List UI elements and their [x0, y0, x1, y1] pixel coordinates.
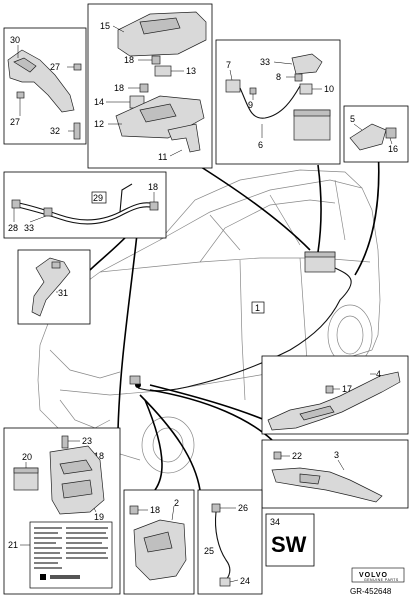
callout-10: 10	[324, 84, 334, 94]
callout-30: 30	[10, 35, 20, 45]
callout-28: 28	[8, 223, 18, 233]
panel-software: 34 SW	[265, 513, 315, 567]
panel-bracket-30: 30 27 27 32	[3, 27, 87, 145]
callout-25: 25	[204, 546, 214, 556]
callout-18-c: 18	[148, 182, 158, 192]
callout-1: 1	[255, 303, 260, 313]
harness-clip	[129, 375, 141, 385]
callout-21: 21	[8, 540, 18, 550]
callout-27-bottom: 27	[10, 117, 20, 127]
callout-29: 29	[93, 193, 103, 203]
callout-14: 14	[94, 97, 104, 107]
callout-31: 31	[58, 288, 68, 298]
callout-27-top: 27	[50, 62, 60, 72]
callout-18-e: 18	[150, 505, 160, 515]
callout-32: 32	[50, 126, 60, 136]
callout-22: 22	[292, 451, 302, 461]
callout-16: 16	[388, 144, 398, 154]
battery-in-vehicle	[304, 251, 336, 273]
callout-23: 23	[82, 436, 92, 446]
panel-terminal-5: 5 16	[343, 105, 409, 163]
callout-6: 6	[258, 140, 263, 150]
callout-3: 3	[334, 450, 339, 460]
callout-26: 26	[238, 503, 248, 513]
callout-12: 12	[94, 119, 104, 129]
callout-18-a: 18	[124, 55, 134, 65]
callout-8: 8	[276, 72, 281, 82]
panel-bracket-2: 18 2	[123, 489, 195, 595]
diagram-reference: GR-452648	[350, 587, 392, 596]
callout-34: 34	[270, 517, 280, 527]
callout-11: 11	[158, 152, 167, 162]
callout-18-b: 18	[114, 83, 124, 93]
software-label: SW	[271, 532, 307, 557]
label-1-box	[251, 301, 265, 314]
callout-2: 2	[174, 498, 179, 508]
panel-bracket-3: 22 3	[261, 439, 409, 509]
callout-18-d: 18	[94, 451, 104, 461]
callout-9: 9	[248, 100, 253, 110]
main-harness-route	[137, 267, 352, 392]
callout-4: 4	[376, 369, 381, 379]
callout-15: 15	[100, 21, 110, 31]
panel-harness-29: 29 18 28 33	[3, 171, 167, 239]
panel-battery-cable: 33 8 7 9 10 6	[215, 39, 341, 165]
panel-ground-cable: 26 25 24	[197, 489, 263, 595]
callout-7: 7	[226, 60, 231, 70]
panel-fuse-box: 23 18 20 19 21	[3, 427, 121, 595]
panel-bracket-31: 31	[17, 249, 91, 325]
callout-13: 13	[186, 66, 196, 76]
brand-name: VOLVO	[359, 572, 388, 579]
callout-33-b: 33	[24, 223, 34, 233]
callout-33: 33	[260, 57, 270, 67]
callout-17: 17	[342, 384, 352, 394]
volvo-logo: VOLVO GENUINE PARTS	[351, 567, 405, 583]
panel-bracket-4: 4 17	[261, 355, 409, 435]
panel-relay-box: 15 18 13 18 14 12 11	[87, 3, 213, 169]
brand-tagline: GENUINE PARTS	[364, 578, 399, 582]
callout-19: 19	[94, 512, 104, 522]
callout-20: 20	[22, 452, 32, 462]
callout-5: 5	[350, 114, 355, 124]
callout-24: 24	[240, 576, 250, 586]
